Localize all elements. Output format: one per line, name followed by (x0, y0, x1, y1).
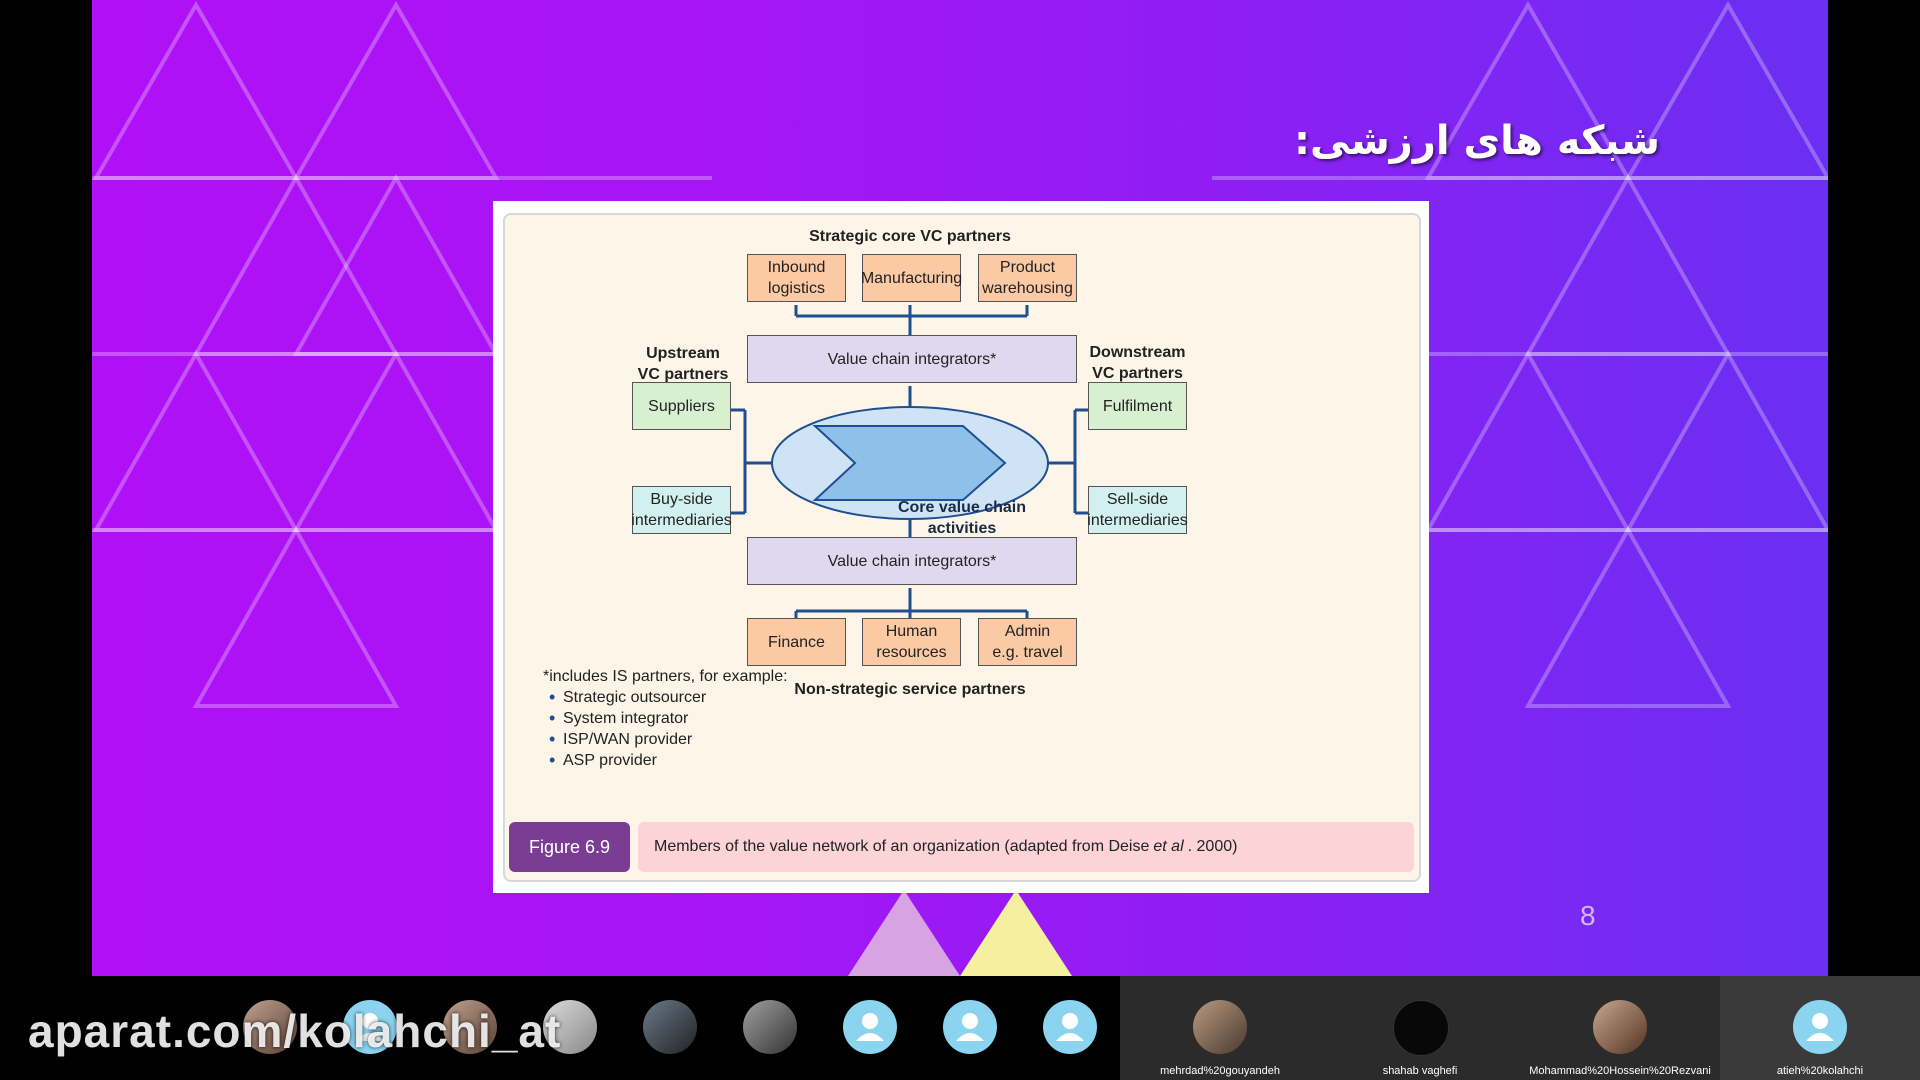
background-triangles (92, 1, 1828, 708)
decorative-pink-triangle (848, 890, 960, 976)
slide-title: شبکه های ارزشی: (1293, 118, 1660, 164)
note-item: ASP provider (543, 750, 788, 771)
participant-name: Mohammad%20Hossein%20Rezvani (1529, 1065, 1711, 1077)
watermark-text: aparat.com/kolahchi_at (28, 1005, 562, 1057)
finance-box: Finance (747, 618, 846, 666)
participant-avatar (1393, 1000, 1449, 1056)
fulfilment-box: Fulfilment (1088, 382, 1187, 430)
participant-tile[interactable]: atieh%20kolahchi (1720, 976, 1920, 1080)
slide-number: 8 (1580, 900, 1596, 931)
participant-tile[interactable]: mehrdad%20gouyandeh (1120, 976, 1320, 1080)
heading-strategic-core: Strategic core VC partners (809, 228, 1011, 245)
participant-avatar[interactable] (743, 1000, 797, 1054)
participant-avatar[interactable] (843, 1000, 897, 1054)
note-item: ISP/WAN provider (543, 729, 788, 750)
suppliers-box: Suppliers (632, 382, 731, 430)
participant-name: mehrdad%20gouyandeh (1160, 1065, 1280, 1077)
participant-avatar[interactable] (643, 1000, 697, 1054)
participant-avatar (1593, 1000, 1647, 1054)
heading-non-strategic: Non-strategic service partners (794, 681, 1026, 698)
note-title: *includes IS partners, for example: (543, 668, 788, 685)
is-partners-note: *includes IS partners, for example: Stra… (543, 666, 788, 771)
participant-avatar (1193, 1000, 1247, 1054)
participant-avatar[interactable] (243, 1000, 297, 1054)
participant-tile[interactable]: Mohammad%20Hossein%20Rezvani (1520, 976, 1720, 1080)
presentation-slide: شبکه های ارزشی: 8 (92, 0, 1828, 976)
figure-panel: Strategic core VC partners Non-strategic… (503, 213, 1421, 882)
participant-name: shahab vaghefi (1382, 1065, 1458, 1077)
participant-tile[interactable]: shahab vaghefi (1320, 976, 1520, 1080)
decorative-yellow-triangle (960, 890, 1072, 976)
value-chain-integrators-top: Value chain integrators* (747, 335, 1077, 383)
participant-avatar[interactable] (543, 1000, 597, 1054)
participant-avatar[interactable] (443, 1000, 497, 1054)
note-item: System integrator (543, 708, 788, 729)
diagram-connectors (731, 305, 1088, 622)
manufacturing-box: Manufacturing (861, 254, 962, 302)
note-item: Strategic outsourcer (543, 687, 788, 708)
value-network-figure: Strategic core VC partners Non-strategic… (493, 201, 1429, 893)
participant-avatar (1793, 1000, 1847, 1054)
value-chain-integrators-bottom: Value chain integrators* (747, 537, 1077, 585)
participant-name: atieh%20kolahchi (1776, 1065, 1864, 1077)
participant-avatar[interactable] (1043, 1000, 1097, 1054)
participant-avatar[interactable] (343, 1000, 397, 1054)
participant-avatar[interactable] (943, 1000, 997, 1054)
figure-caption: Members of the value network of an organ… (638, 822, 1414, 872)
figure-number-tag: Figure 6.9 (509, 822, 630, 872)
